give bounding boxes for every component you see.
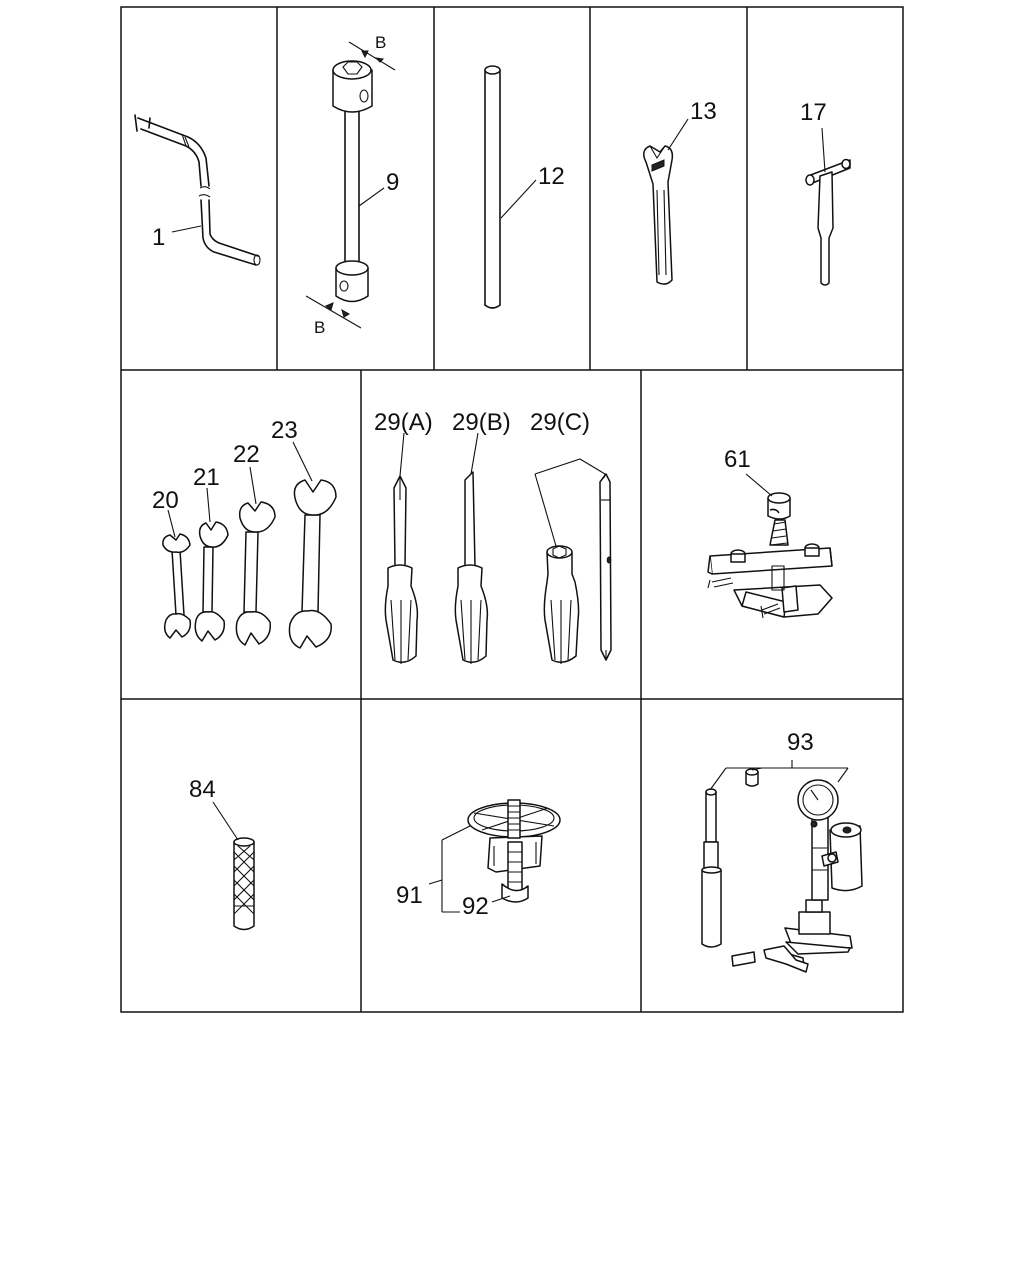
part-1-crank-handle: 1 <box>134 114 261 266</box>
part-21-spanner: 21 <box>193 464 229 642</box>
part-29c-interchangeable-screwdriver: 29(C) <box>530 409 612 664</box>
callout-22: 22 <box>233 441 260 468</box>
part-13-adjustable-wrench: 13 <box>643 98 717 285</box>
callout-29c: 29(C) <box>530 409 590 436</box>
part-84-knurled-drift: 84 <box>189 776 255 931</box>
part-9-box-wrench: B B 9 <box>305 33 399 337</box>
callout-84: 84 <box>189 776 216 803</box>
callout-93: 93 <box>787 729 814 756</box>
callout-29a: 29(A) <box>374 409 433 436</box>
part-93-nozzle-tester: 93 <box>701 729 863 973</box>
grid-frame <box>120 6 904 1013</box>
callout-21: 21 <box>193 464 220 491</box>
callout-61: 61 <box>724 446 751 473</box>
callout-17: 17 <box>800 99 827 126</box>
callout-91: 91 <box>396 882 423 909</box>
callout-12: 12 <box>538 163 565 190</box>
callout-29b: 29(B) <box>452 409 511 436</box>
part-22-spanner: 22 <box>233 441 276 646</box>
callout-23: 23 <box>271 417 298 444</box>
callout-1: 1 <box>152 224 165 251</box>
dim-b-top: B <box>375 33 386 52</box>
part-29a-phillips-screwdriver: 29(A) <box>374 409 433 664</box>
part-61-gear-puller: 61 <box>707 446 833 619</box>
part-20-spanner: 20 <box>152 487 192 639</box>
part-91-92-bearing-press: 91 92 <box>396 799 561 920</box>
callout-20: 20 <box>152 487 179 514</box>
callout-92: 92 <box>462 893 489 920</box>
part-17-hammer: 17 <box>800 99 851 286</box>
dim-b-bottom: B <box>314 318 325 337</box>
callout-13: 13 <box>690 98 717 125</box>
part-12-tommy-bar: 12 <box>484 65 565 309</box>
part-29b-flat-screwdriver: 29(B) <box>452 409 511 664</box>
part-23-spanner: 23 <box>271 417 337 649</box>
callout-9: 9 <box>386 169 399 196</box>
